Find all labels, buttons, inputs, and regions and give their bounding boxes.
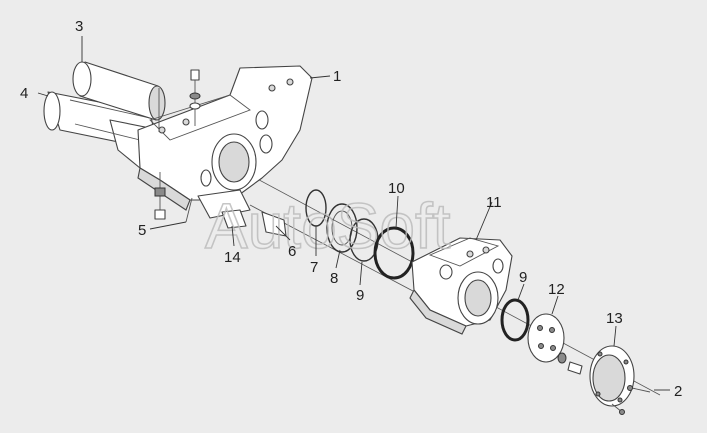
- callout-8: 8: [330, 270, 338, 287]
- callout-6: 6: [288, 243, 296, 260]
- callout-4: 4: [20, 85, 28, 102]
- callout-14: 14: [224, 249, 241, 266]
- callout-9-right: 9: [519, 269, 527, 286]
- top-bolts: [158, 69, 201, 132]
- callout-9-left: 9: [356, 287, 364, 304]
- part-9-oring-right: [500, 298, 530, 342]
- callout-10: 10: [388, 180, 405, 197]
- leader-lines: [37, 36, 670, 391]
- part-11-hub-housing: [409, 237, 513, 335]
- part-3-cylinder: [72, 61, 166, 121]
- callout-13: 13: [606, 310, 623, 327]
- part-2-screw: [611, 385, 651, 415]
- callout-11: 11: [486, 194, 502, 211]
- part-5-nuts: [154, 172, 193, 223]
- callout-labels: 1 2 3 4 5 6 7 8 9 9 10 11 12 13 14: [20, 18, 682, 400]
- callout-5: 5: [138, 222, 146, 239]
- part-14-washer: [221, 209, 247, 229]
- callout-2: 2: [674, 383, 682, 400]
- callout-1: 1: [333, 68, 341, 85]
- callout-7: 7: [310, 259, 318, 276]
- callout-3: 3: [75, 18, 83, 35]
- part-13-cover: [589, 345, 635, 407]
- callout-12: 12: [548, 281, 565, 298]
- watermark-text: AutoSoft: [205, 190, 451, 262]
- part-10-ring: [373, 226, 415, 280]
- part-12-flange: [527, 313, 583, 375]
